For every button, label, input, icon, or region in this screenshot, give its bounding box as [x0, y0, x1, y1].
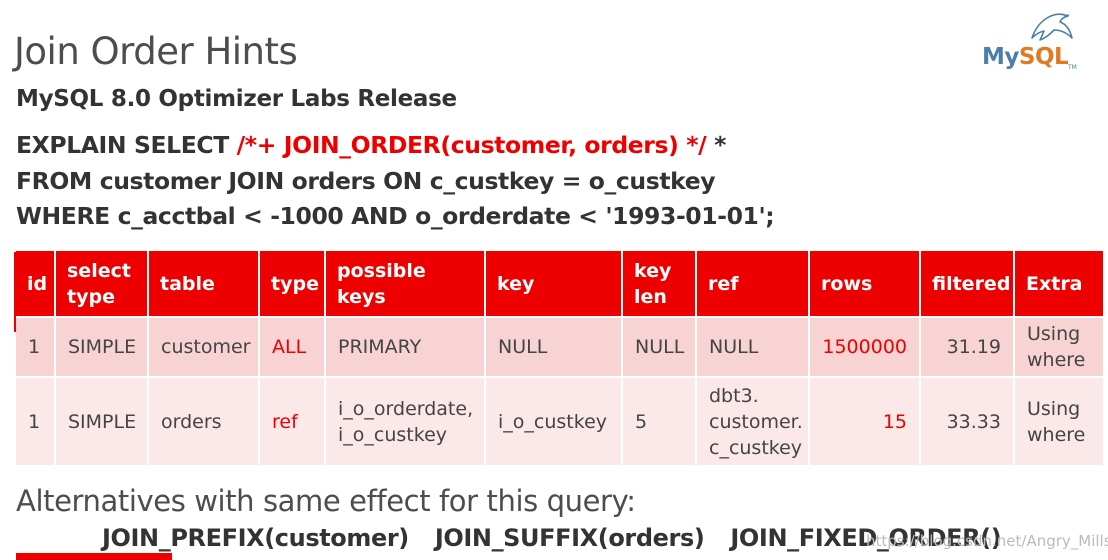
cell-table: orders	[148, 376, 260, 465]
ref-l1: dbt3.	[709, 384, 759, 407]
cell-rows: 15	[809, 376, 921, 465]
footer-accent-bar	[16, 553, 172, 560]
cell-select-type: SIMPLE	[55, 316, 149, 377]
extra-l2: where	[1027, 349, 1086, 371]
sql-hint: /*+ JOIN_ORDER(customer, orders) */	[236, 131, 707, 159]
header-select-type-l1: select	[67, 259, 131, 282]
dolphin-icon	[1031, 13, 1073, 41]
explain-table: id select type table type possible keys k…	[16, 251, 1103, 465]
watermark: https://blog.csdn.net/Angry_Mills	[866, 532, 1108, 550]
table-row: 1 SIMPLE orders ref i_o_orderdate, i_o_cu…	[16, 376, 1103, 465]
possible-keys-l1: PRIMARY	[338, 336, 422, 358]
alternatives-list: JOIN_PREFIX(customer) JOIN_SUFFIX(orders…	[102, 524, 1019, 552]
cell-possible-keys: i_o_orderdate, i_o_custkey	[325, 376, 486, 465]
cell-ref: dbt3. customer. c_custkey	[696, 376, 810, 465]
cell-extra: Using where	[1014, 376, 1103, 465]
extra-l1: Using	[1027, 323, 1081, 345]
header-key-len-l2: len	[634, 285, 667, 308]
table-row: 1 SIMPLE customer ALL PRIMARY NULL NULL …	[16, 316, 1103, 377]
cell-filtered: 31.19	[920, 316, 1015, 377]
ref-l2: customer.	[709, 410, 803, 433]
sql-star: *	[706, 131, 726, 159]
header-possible-keys: possible keys	[325, 251, 486, 317]
slide-subtitle: MySQL 8.0 Optimizer Labs Release	[16, 86, 457, 112]
header-id: id	[16, 251, 56, 317]
possible-keys-l1: i_o_orderdate,	[338, 397, 474, 420]
cell-id: 1	[16, 376, 56, 465]
cell-key-len: NULL	[622, 316, 697, 377]
logo-wordmark: MySQL	[982, 44, 1069, 70]
extra-l1: Using	[1027, 397, 1081, 420]
cell-key: i_o_custkey	[485, 376, 623, 465]
cell-rows: 1500000	[809, 316, 921, 377]
header-rows: rows	[809, 251, 921, 317]
header-ref: ref	[696, 251, 810, 317]
cell-key-len: 5	[622, 376, 697, 465]
sql-line-3: WHERE c_acctbal < -1000 AND o_orderdate …	[16, 202, 775, 230]
cell-type: ref	[259, 376, 326, 465]
table-left-accent	[14, 252, 16, 332]
logo-trademark: TM	[1068, 64, 1077, 71]
alternative-join-suffix: JOIN_SUFFIX(orders)	[434, 524, 705, 552]
cell-id: 1	[16, 316, 56, 377]
header-key: key	[485, 251, 623, 317]
logo-sql: SQL	[1018, 44, 1069, 70]
sql-explain-select: EXPLAIN SELECT	[16, 131, 237, 159]
header-select-type: select type	[55, 251, 149, 317]
header-filtered: filtered	[920, 251, 1015, 317]
sql-line-1: EXPLAIN SELECT /*+ JOIN_ORDER(customer, …	[16, 128, 774, 164]
cell-filtered: 33.33	[920, 376, 1015, 465]
cell-table: customer	[148, 316, 260, 377]
ref-l1: NULL	[709, 336, 759, 358]
header-extra: Extra	[1014, 251, 1103, 317]
logo-my: My	[982, 44, 1019, 70]
header-type: type	[259, 251, 326, 317]
cell-ref: NULL	[696, 316, 810, 377]
header-table: table	[148, 251, 260, 317]
alternative-join-fixed-order: JOIN_FIXED_ORDER()	[730, 524, 1002, 552]
sql-line-2: FROM customer JOIN orders ON c_custkey =…	[16, 166, 716, 195]
cell-key: NULL	[485, 316, 623, 377]
alternative-join-prefix: JOIN_PREFIX(customer)	[102, 524, 409, 552]
header-key-len: key len	[622, 251, 697, 317]
slide-title: Join Order Hints	[14, 30, 298, 73]
cell-possible-keys: PRIMARY	[325, 316, 486, 377]
header-key-len-l1: key	[634, 259, 672, 282]
possible-keys-l2: i_o_custkey	[338, 423, 447, 446]
cell-type: ALL	[259, 316, 326, 377]
cell-extra: Using where	[1014, 316, 1103, 377]
ref-l3: c_custkey	[709, 436, 803, 459]
alternatives-title: Alternatives with same effect for this q…	[16, 484, 636, 518]
header-select-type-l2: type	[67, 285, 115, 308]
cell-select-type: SIMPLE	[55, 376, 149, 465]
extra-l2: where	[1027, 423, 1086, 446]
sql-query: EXPLAIN SELECT /*+ JOIN_ORDER(customer, …	[16, 128, 775, 235]
mysql-logo: MySQL TM	[978, 8, 1078, 74]
table-header-row: id select type table type possible keys k…	[16, 251, 1103, 317]
